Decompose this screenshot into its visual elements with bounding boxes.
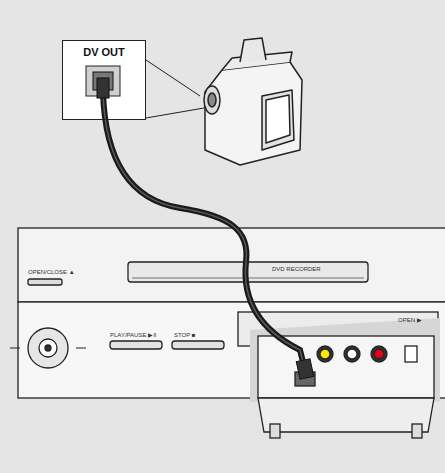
recorder-top bbox=[18, 228, 445, 302]
dv-plug bbox=[97, 78, 109, 98]
port-label: DV OUT bbox=[63, 41, 145, 58]
camcorder-body bbox=[205, 62, 302, 165]
camcorder-screen-glass bbox=[266, 95, 290, 143]
video-jack-color bbox=[320, 349, 330, 359]
audio-left-jack bbox=[344, 346, 360, 362]
nav-ring bbox=[28, 328, 68, 368]
panel-label: OPEN/CLOSE ▲ bbox=[28, 269, 75, 276]
jack-panel bbox=[258, 336, 434, 398]
panel-label: OPEN ▶ bbox=[398, 317, 422, 324]
recorder-front bbox=[18, 302, 445, 398]
svideo-jack bbox=[405, 346, 417, 362]
video-jack bbox=[317, 346, 333, 362]
play-pause-button bbox=[110, 341, 162, 349]
skip-marks bbox=[10, 348, 86, 349]
dv-plug bbox=[296, 359, 313, 380]
dv-cable-sheen bbox=[103, 92, 305, 370]
leader-line bbox=[146, 60, 200, 96]
camcorder-lens bbox=[204, 86, 220, 114]
audio-right-jack-color bbox=[374, 349, 384, 359]
panel-flap bbox=[258, 398, 434, 432]
audio-right-jack bbox=[371, 346, 387, 362]
leader-line bbox=[146, 108, 204, 118]
camcorder-lens-glass bbox=[208, 93, 216, 107]
flap-hinge bbox=[270, 424, 280, 438]
nav-dot bbox=[45, 345, 51, 351]
audio-left-jack-color bbox=[347, 349, 357, 359]
panel-label: PLAY/PAUSE ▶II bbox=[110, 332, 156, 339]
zoom-ground bbox=[250, 318, 440, 402]
stop-button bbox=[172, 341, 224, 349]
dv-cable bbox=[103, 92, 305, 370]
flap-hinge bbox=[412, 424, 422, 438]
camcorder-screen bbox=[262, 90, 294, 150]
camcorder-handle bbox=[240, 38, 266, 62]
callout-box: DV OUT bbox=[62, 40, 146, 120]
camcorder bbox=[204, 38, 302, 165]
panel-label: STOP ■ bbox=[174, 332, 195, 339]
dvd-recorder bbox=[18, 228, 445, 398]
nav-center bbox=[39, 339, 57, 357]
panel-label: DVD RECORDER bbox=[272, 266, 321, 273]
open-close-button bbox=[28, 279, 62, 285]
front-panel-zoom bbox=[258, 336, 434, 438]
